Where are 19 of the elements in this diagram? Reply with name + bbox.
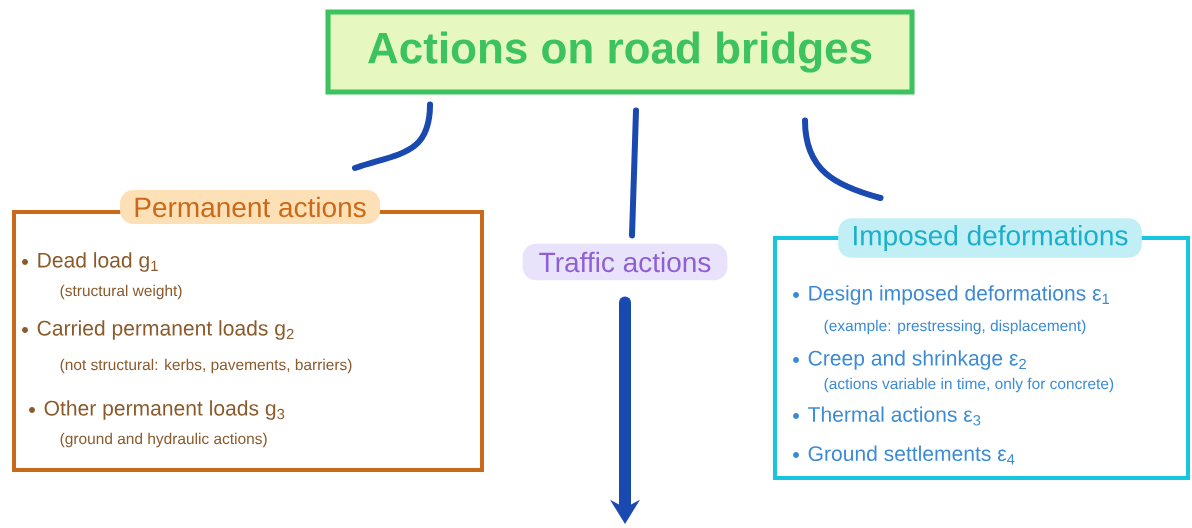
title-box: Actions on road bridges <box>325 9 915 95</box>
list-item: Other permanent loads g$_{3}$ <box>44 400 285 420</box>
list-item: Creep and shrinkage ε$_{2}$ <box>808 350 1026 370</box>
item-note: (structural weight) <box>60 284 182 300</box>
heading-pill: Traffic actions <box>522 243 728 281</box>
connector-stroke <box>352 101 433 171</box>
connector-stroke <box>802 117 884 201</box>
item-note: (ground and hydraulic actions) <box>60 432 267 448</box>
item-note: (example: prestressing, displacement) <box>824 319 1086 335</box>
heading-pill: Permanent actions <box>119 190 381 224</box>
list-item: Thermal actions ε$_{3}$ <box>808 406 981 426</box>
list-item: Carried permanent loads g$_{2}$ <box>37 320 294 340</box>
list-item: Dead load g$_{1}$ <box>38 252 158 272</box>
list-item: Design imposed deformations ε$_{1}$ <box>809 285 1109 305</box>
item-note: (actions variable in time, only for concrete) <box>824 377 1114 393</box>
list-item: Ground settlements ε$_{4}$ <box>808 445 1015 465</box>
connector-stroke <box>629 107 639 239</box>
heading-pill: Imposed deformations <box>838 218 1142 258</box>
item-note: (not structural: kerbs, pavements, barriers) <box>60 358 352 374</box>
